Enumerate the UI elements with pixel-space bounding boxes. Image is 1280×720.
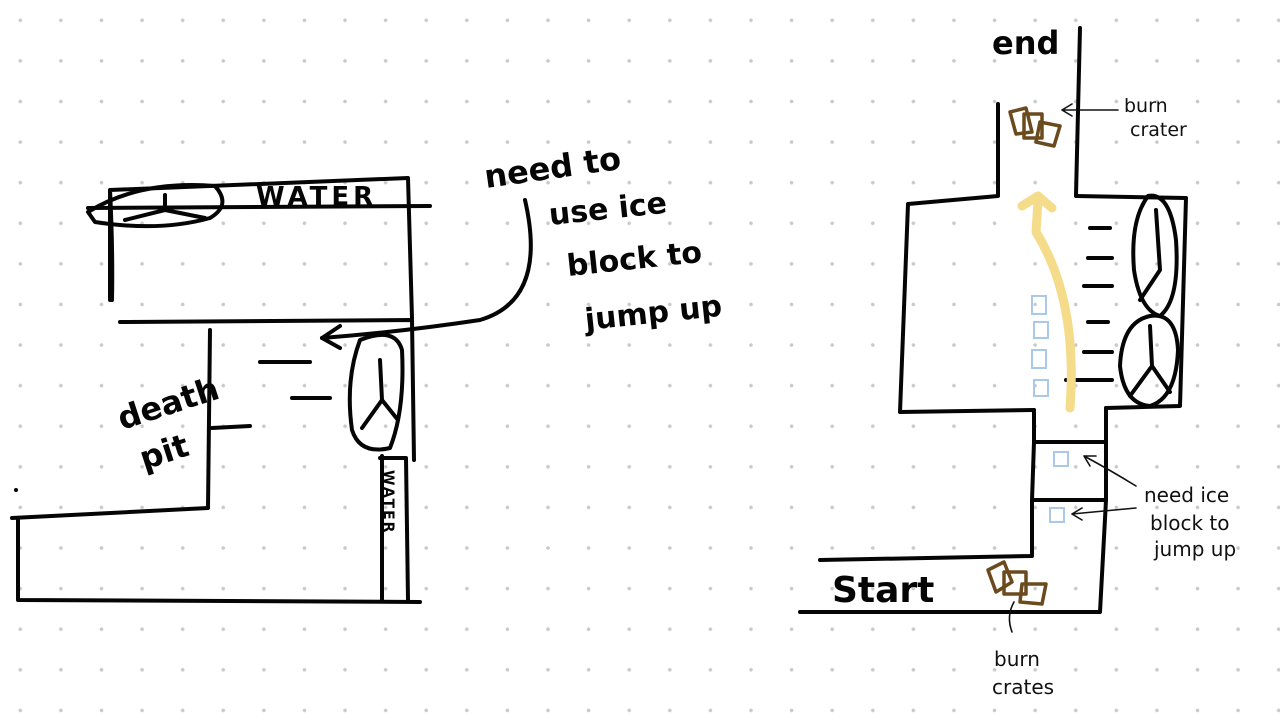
ice-block: [1031, 295, 1047, 315]
crates-top: [1008, 106, 1062, 148]
note-line-1: need to: [482, 139, 623, 196]
crates-bottom: [986, 560, 1048, 606]
ice-block: [1031, 349, 1047, 369]
right-level-sketch: end: [798, 24, 1236, 699]
fan-top-left: [86, 183, 225, 229]
fan-right-bottom: [1118, 313, 1180, 408]
ice-block: [1049, 507, 1065, 523]
lower-shaft: [798, 406, 1108, 614]
note-line-2: use ice: [547, 186, 668, 233]
death-pit-line-2: pit: [135, 426, 194, 477]
burn-crates-note: burn crates: [992, 601, 1054, 699]
start-label: Start: [832, 570, 934, 611]
stray-dot: [14, 488, 18, 492]
water-top-label: WATER: [256, 182, 377, 212]
water-side-label: WATER: [380, 470, 396, 534]
ice-blocks: [1031, 295, 1069, 523]
fan-right-left: [347, 332, 405, 452]
ledges: [1064, 226, 1114, 382]
note-line-4: jump up: [582, 289, 724, 338]
left-level-sketch: WATER WATER need to use ice block to jum…: [10, 139, 724, 604]
end-corridor: [996, 26, 1082, 197]
ice-block: [1053, 451, 1069, 467]
burn-crater-line-1: burn: [1124, 95, 1168, 117]
lower-room: [10, 318, 422, 604]
water-side-text: WATER: [380, 470, 396, 534]
end-label: end: [992, 24, 1059, 62]
burn-crates-line-2: crates: [992, 675, 1054, 699]
ice-block-note-right: need ice block to jump up: [1071, 455, 1236, 561]
note-line-3: block to: [565, 235, 703, 284]
main-room: [898, 194, 1188, 414]
ice-block: [1033, 321, 1049, 339]
note-arrow: [320, 198, 533, 350]
ice-note-line-3: jump up: [1153, 537, 1236, 561]
fan-right-top: [1131, 193, 1179, 318]
burn-crates-line-1: burn: [994, 647, 1040, 671]
player-path-arrow: [1031, 195, 1076, 413]
ice-block-note: need to use ice block to jump up: [482, 139, 724, 338]
burn-crater-line-2: crater: [1130, 119, 1187, 141]
ice-note-line-1: need ice: [1144, 483, 1229, 507]
player-path-arrowhead: [1017, 191, 1057, 213]
ice-note-line-2: block to: [1150, 511, 1230, 535]
burn-crater-note: burn crater: [1061, 95, 1187, 141]
ice-block: [1033, 379, 1049, 397]
